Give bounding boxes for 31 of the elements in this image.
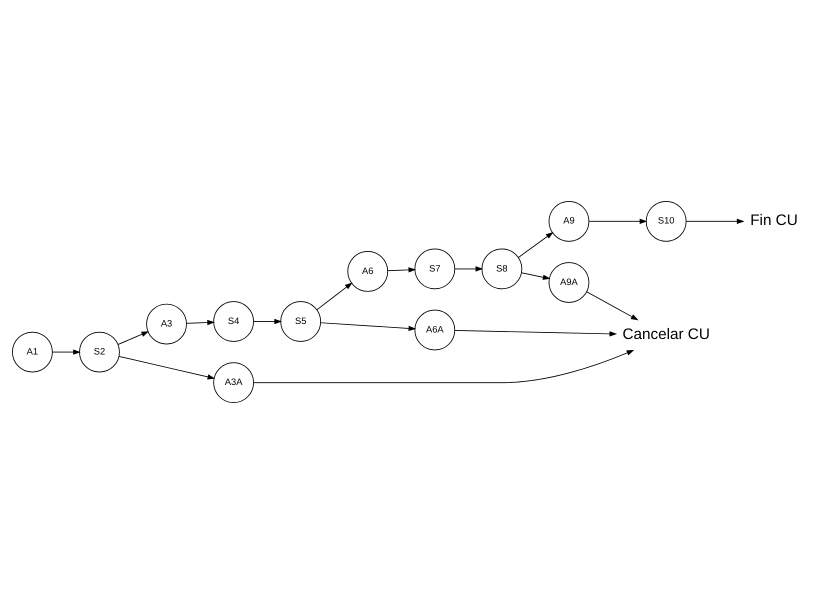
arrow xyxy=(518,232,554,258)
arrow xyxy=(118,356,216,380)
node-circle: S8 xyxy=(482,248,522,290)
arrow xyxy=(387,267,416,273)
arrow xyxy=(186,320,215,326)
node-circle: A6A xyxy=(414,310,456,350)
arrow xyxy=(454,266,484,272)
node-circle: S10 xyxy=(646,200,687,242)
arrow xyxy=(586,291,639,320)
node-circle: A3A xyxy=(213,362,254,404)
arrow xyxy=(686,218,745,224)
arrow xyxy=(253,350,634,384)
arrow xyxy=(52,349,81,355)
arrow xyxy=(521,272,550,280)
node-circle: A3 xyxy=(146,304,187,344)
arrow xyxy=(118,331,150,345)
node-text: Fin CU xyxy=(750,212,798,230)
node-circle: A1 xyxy=(12,332,53,372)
node-circle: S2 xyxy=(79,332,120,372)
arrow xyxy=(454,330,618,337)
arrow xyxy=(320,322,416,332)
arrow xyxy=(588,218,648,224)
node-circle: A9A xyxy=(548,262,590,303)
node-circle: S4 xyxy=(213,301,254,342)
node-circle: S7 xyxy=(414,248,456,290)
node-text: Cancelar CU xyxy=(622,326,710,343)
node-circle: A6 xyxy=(347,251,388,292)
node-circle: S5 xyxy=(280,301,322,342)
arrow xyxy=(253,318,282,324)
arrow xyxy=(316,282,353,310)
node-circle: A9 xyxy=(548,200,590,242)
